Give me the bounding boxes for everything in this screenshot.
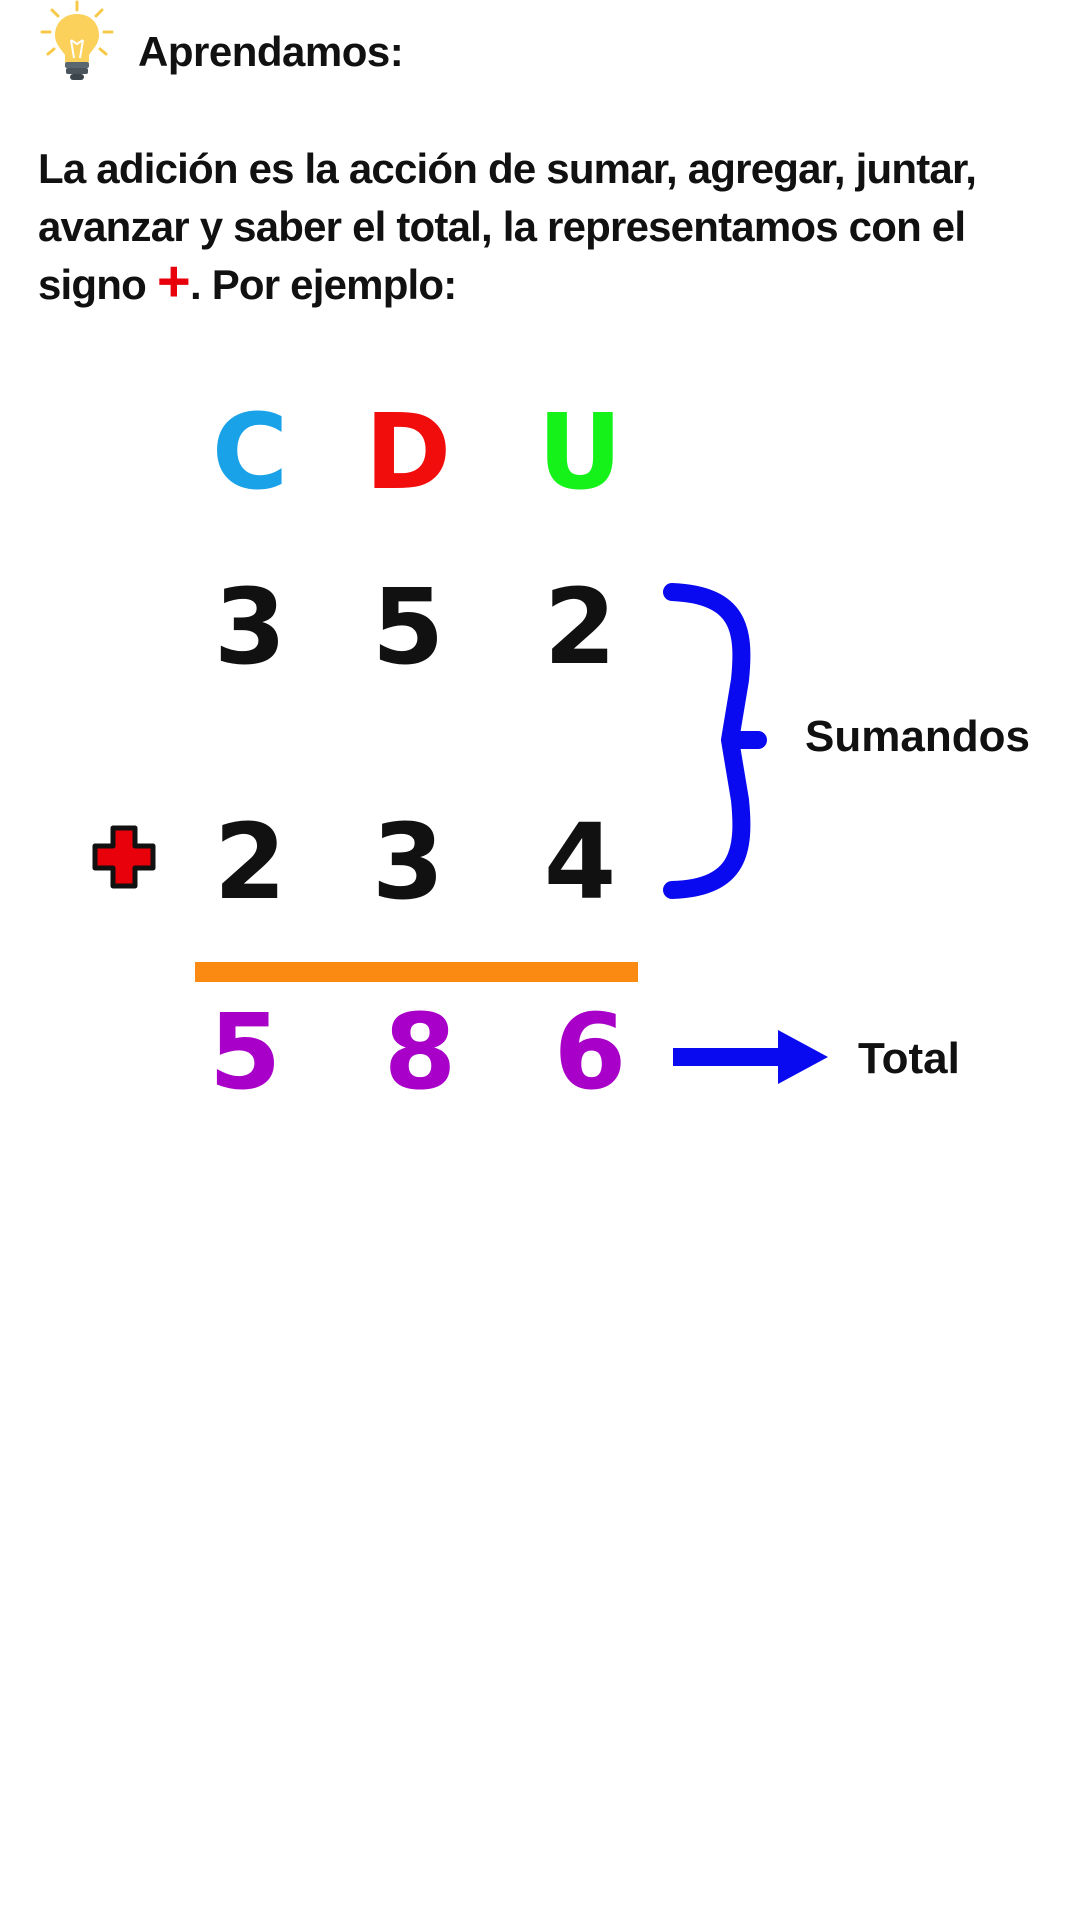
total-tens: 8	[383, 991, 457, 1113]
addends-label: Sumandos	[805, 712, 1030, 761]
total-units: 6	[553, 991, 627, 1113]
addend1-tens: 5	[371, 566, 445, 688]
addend2-hundreds: 2	[213, 801, 287, 923]
addend2-tens: 3	[371, 801, 445, 923]
addend1-units: 2	[543, 566, 617, 688]
addend1-hundreds: 3	[213, 566, 287, 688]
addend2-units: 4	[543, 801, 617, 923]
plus-operator-icon	[92, 825, 156, 889]
column-header-hundreds: C	[211, 391, 289, 513]
intro-text: La adición es la acción de sumar, agrega…	[38, 145, 977, 308]
column-header-tens: D	[364, 391, 452, 513]
column-header-units: U	[537, 391, 623, 513]
plus-sign: +	[156, 249, 191, 314]
arrow-right-icon	[673, 1030, 828, 1084]
total-label: Total	[858, 1034, 960, 1083]
lightbulb-icon	[40, 0, 114, 80]
sum-line	[195, 962, 638, 982]
total-hundreds: 5	[208, 991, 282, 1113]
intro-text-end: . Por ejemplo:	[189, 261, 457, 308]
intro-paragraph: La adición es la acción de sumar, agrega…	[38, 140, 1048, 314]
page-title: Aprendamos:	[138, 28, 404, 75]
brace-icon	[663, 583, 767, 899]
